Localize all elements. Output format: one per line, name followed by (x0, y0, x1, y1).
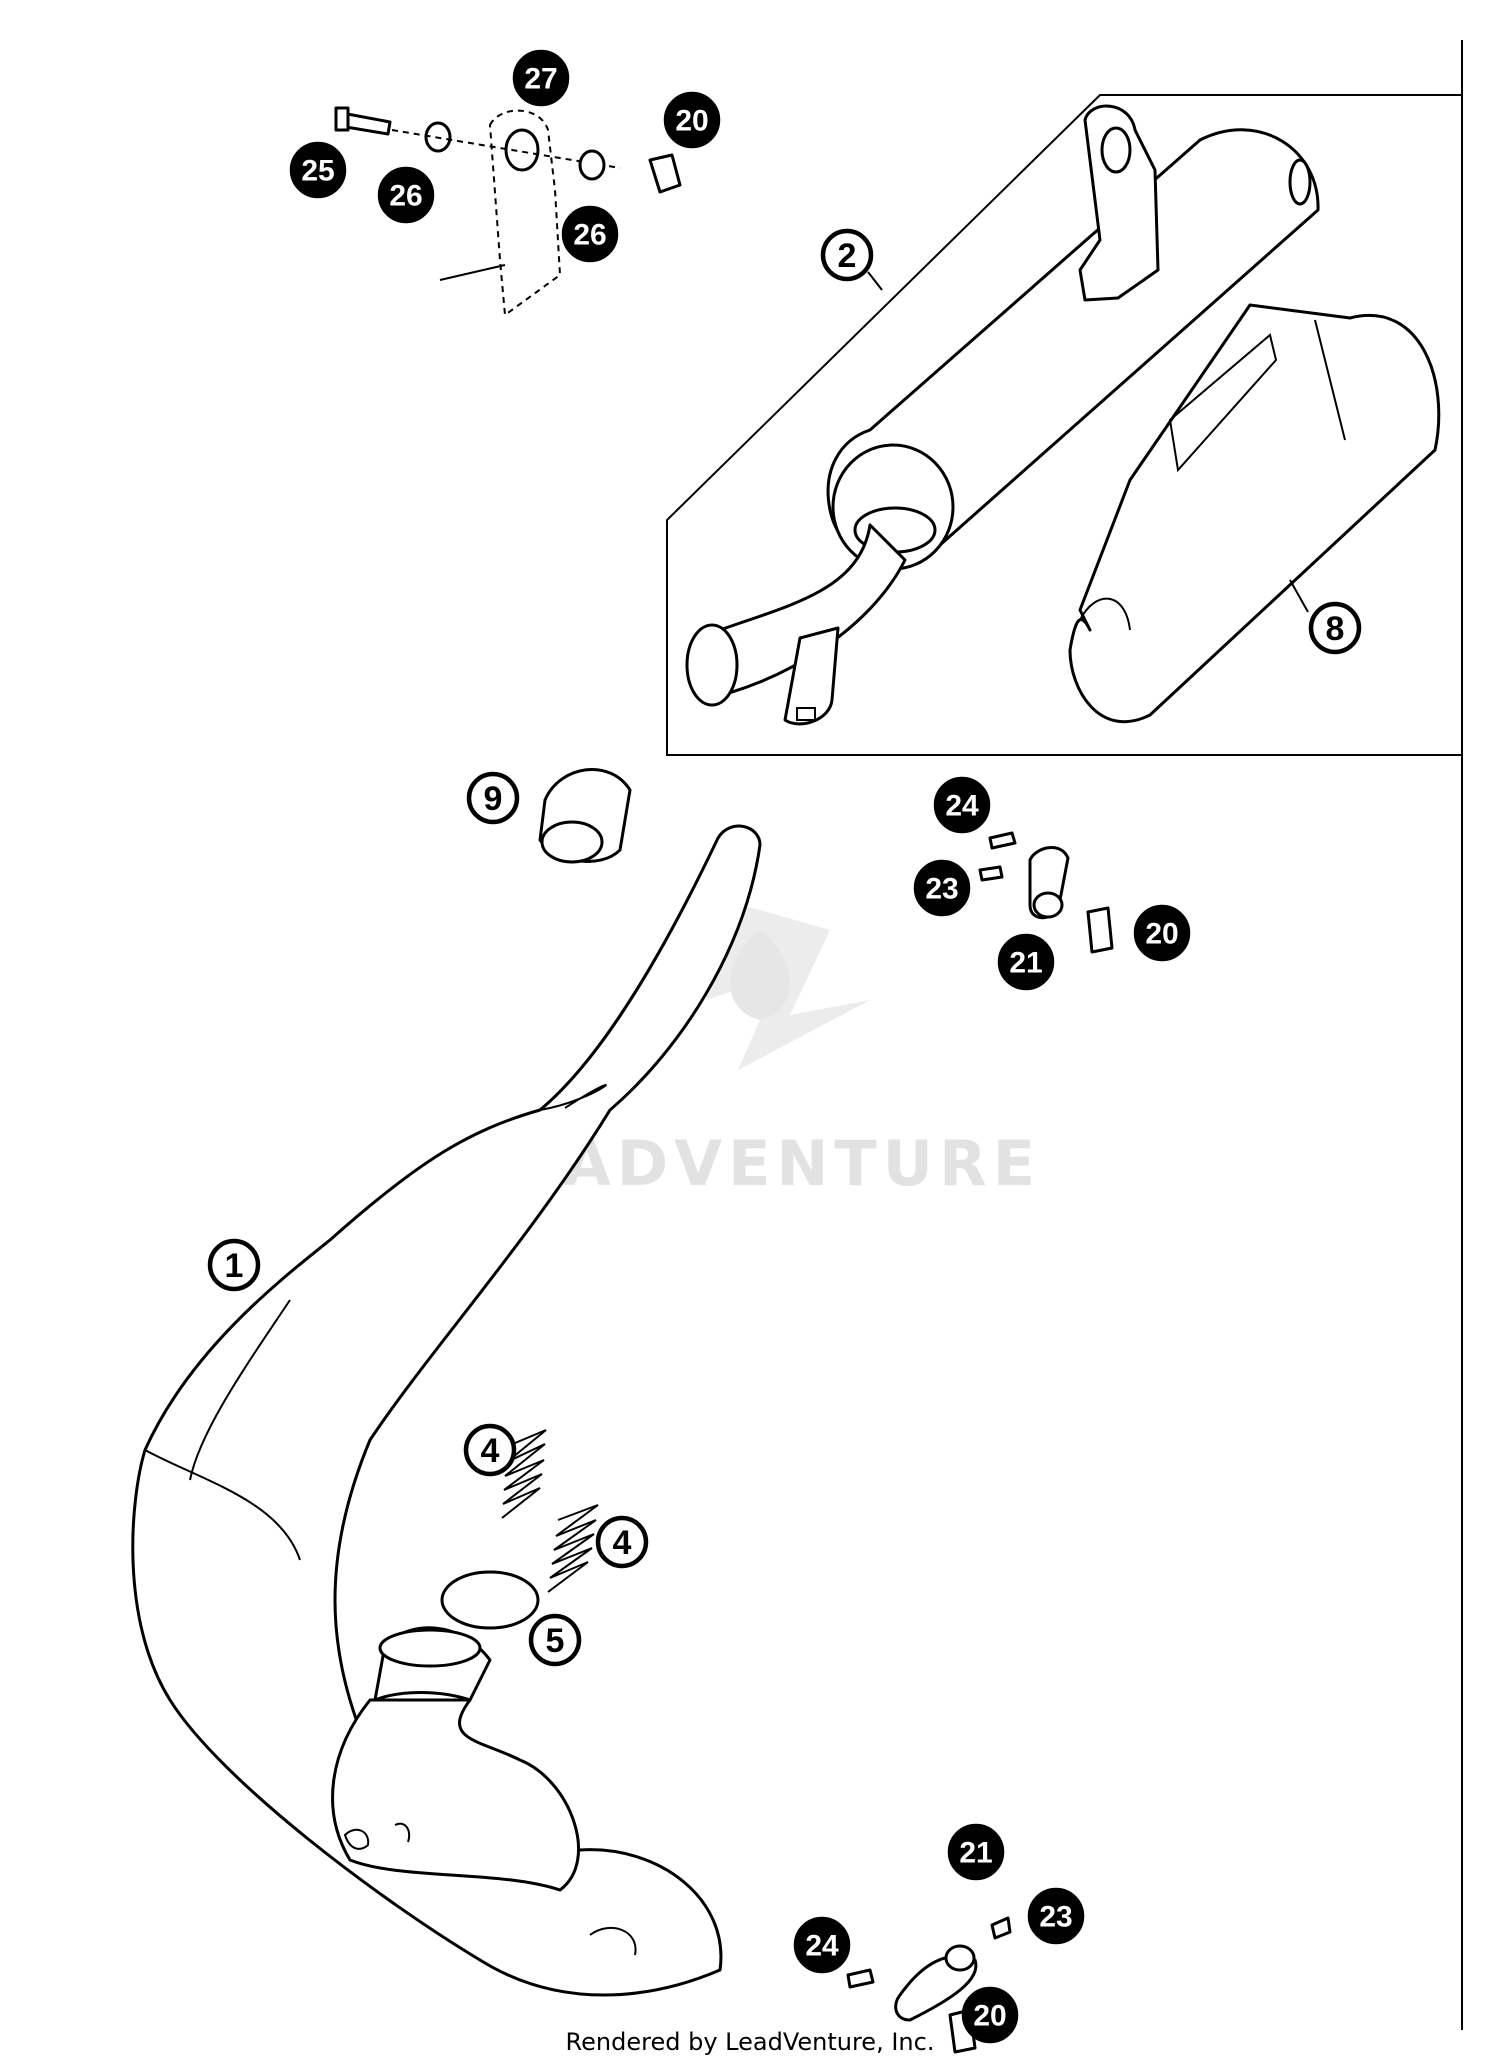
bottom-mount-hardware (846, 1916, 1012, 2054)
callout-2: 2 (820, 228, 874, 282)
svg-text:1: 1 (225, 1247, 244, 1285)
callout-20: 20 (961, 1986, 1019, 2044)
svg-text:4: 4 (613, 1524, 632, 1562)
mid-mount-hardware (978, 831, 1114, 954)
svg-text:4: 4 (481, 1432, 500, 1470)
svg-text:20: 20 (1145, 918, 1178, 951)
callout-25: 25 (289, 141, 347, 199)
callout-4: 4 (463, 1423, 517, 1477)
callout-20: 20 (1133, 904, 1191, 962)
svg-text:5: 5 (546, 1622, 565, 1660)
footer-credit: Rendered by LeadVenture, Inc. (565, 2028, 935, 2056)
svg-text:23: 23 (1039, 1901, 1072, 1934)
top-mount-hardware (334, 106, 682, 317)
callout-21: 21 (947, 1823, 1005, 1881)
svg-text:26: 26 (389, 180, 422, 213)
svg-text:8: 8 (1326, 610, 1345, 648)
svg-text:2: 2 (838, 237, 857, 275)
svg-text:24: 24 (805, 1930, 839, 1963)
callout-23: 23 (913, 859, 971, 917)
callout-26: 26 (561, 205, 619, 263)
svg-text:20: 20 (675, 105, 708, 138)
callout-21: 21 (997, 933, 1055, 991)
callout-8: 8 (1308, 601, 1362, 655)
callout-4: 4 (595, 1515, 649, 1569)
svg-text:25: 25 (301, 155, 334, 188)
svg-text:23: 23 (925, 873, 958, 906)
svg-text:21: 21 (1009, 947, 1042, 980)
svg-text:9: 9 (484, 780, 503, 818)
callout-24: 24 (933, 776, 991, 834)
callout-27: 27 (512, 49, 570, 107)
gasket (440, 1570, 540, 1630)
callout-1: 1 (207, 1238, 261, 1292)
callout-20: 20 (663, 91, 721, 149)
svg-text:27: 27 (524, 63, 557, 96)
svg-text:26: 26 (573, 219, 606, 252)
silencer (685, 104, 1320, 726)
exhaust-pipe (131, 824, 762, 1997)
silencer-assembly-box (666, 94, 1462, 756)
springs (501, 1429, 599, 1593)
callout-24: 24 (793, 1916, 851, 1974)
leader-line-8 (1289, 579, 1309, 613)
callout-9: 9 (466, 771, 520, 825)
svg-text:21: 21 (959, 1837, 992, 1870)
svg-text:20: 20 (973, 2000, 1006, 2033)
callout-5: 5 (528, 1613, 582, 1667)
svg-text:24: 24 (945, 790, 979, 823)
plug (538, 768, 632, 864)
leader-line-2 (867, 271, 883, 291)
heat-shield (1068, 303, 1441, 724)
callout-26: 26 (377, 166, 435, 224)
callout-23: 23 (1027, 1887, 1085, 1945)
